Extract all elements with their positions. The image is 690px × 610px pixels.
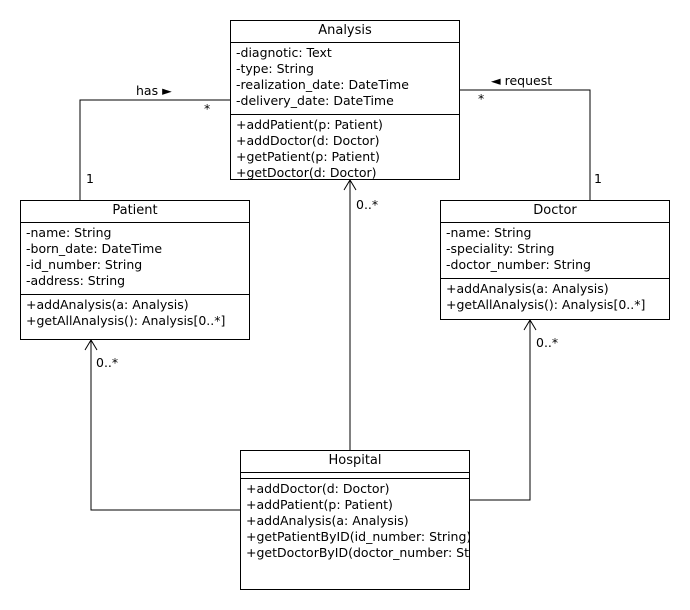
has-analysis-multiplicity: * <box>204 101 211 116</box>
method: +addPatient(p: Patient) <box>236 117 383 132</box>
method: +getPatient(p: Patient) <box>236 149 380 164</box>
hospital-doctor-multiplicity: 0..* <box>536 335 559 350</box>
class-doctor-attributes: -name: String -speciality: String -docto… <box>441 223 669 279</box>
request-doctor-multiplicity: 1 <box>594 171 602 186</box>
method: +addPatient(p: Patient) <box>246 497 393 512</box>
class-hospital-methods: +addDoctor(d: Doctor) +addPatient(p: Pat… <box>241 479 469 563</box>
hospital-analysis-multiplicity: 0..* <box>356 197 379 212</box>
attribute: -id_number: String <box>26 257 143 272</box>
method: +addDoctor(d: Doctor) <box>236 133 380 148</box>
method: +addAnalysis(a: Analysis) <box>446 281 609 296</box>
class-hospital: Hospital +addDoctor(d: Doctor) +addPatie… <box>240 450 470 590</box>
patient-arrowhead <box>84 339 98 351</box>
class-analysis-methods: +addPatient(p: Patient) +addDoctor(d: Do… <box>231 115 459 180</box>
attribute: -realization_date: DateTime <box>236 77 409 92</box>
attribute: -doctor_number: String <box>446 257 591 272</box>
request-analysis-multiplicity: * <box>478 91 485 106</box>
class-analysis: Analysis -diagnotic: Text -type: String … <box>230 20 460 180</box>
attribute: -diagnotic: Text <box>236 45 332 60</box>
has-association-line <box>79 99 230 200</box>
method: +getDoctor(d: Doctor) <box>236 165 377 180</box>
method: +addAnalysis(a: Analysis) <box>246 513 409 528</box>
class-patient-name: Patient <box>21 201 249 223</box>
class-doctor-methods: +addAnalysis(a: Analysis) +getAllAnalysi… <box>441 279 669 315</box>
attribute: -born_date: DateTime <box>26 241 163 256</box>
method: +getAllAnalysis(): Analysis[0..*] <box>26 313 226 328</box>
class-doctor: Doctor -name: String -speciality: String… <box>440 200 670 320</box>
attribute: -address: String <box>26 273 126 288</box>
class-analysis-attributes: -diagnotic: Text -type: String -realizat… <box>231 43 459 115</box>
hospital-patient-line <box>90 340 240 511</box>
class-patient-methods: +addAnalysis(a: Analysis) +getAllAnalysi… <box>21 295 249 331</box>
class-hospital-attributes <box>241 473 469 479</box>
attribute: -name: String <box>446 225 532 240</box>
request-association-label: ◄ request <box>491 73 553 88</box>
class-hospital-name: Hospital <box>241 451 469 473</box>
analysis-arrowhead <box>343 179 357 191</box>
method: +getAllAnalysis(): Analysis[0..*] <box>446 297 646 312</box>
class-analysis-name: Analysis <box>231 21 459 43</box>
class-patient-attributes: -name: String -born_date: DateTime -id_n… <box>21 223 249 295</box>
attribute: -type: String <box>236 61 314 76</box>
doctor-arrowhead <box>523 319 537 331</box>
request-association-line <box>460 89 591 200</box>
method: +addDoctor(d: Doctor) <box>246 481 390 496</box>
class-patient: Patient -name: String -born_date: DateTi… <box>20 200 250 340</box>
has-association-label: has ► <box>136 83 172 98</box>
method: +getDoctorByID(doctor_number: String) <box>246 545 469 560</box>
method: +getPatientByID(id_number: String) <box>246 529 470 544</box>
attribute: -name: String <box>26 225 112 240</box>
attribute: -speciality: String <box>446 241 555 256</box>
hospital-patient-multiplicity: 0..* <box>96 355 119 370</box>
method: +addAnalysis(a: Analysis) <box>26 297 189 312</box>
attribute: -delivery_date: DateTime <box>236 93 394 108</box>
class-doctor-name: Doctor <box>441 201 669 223</box>
hospital-doctor-line <box>470 320 531 501</box>
has-patient-multiplicity: 1 <box>86 171 94 186</box>
